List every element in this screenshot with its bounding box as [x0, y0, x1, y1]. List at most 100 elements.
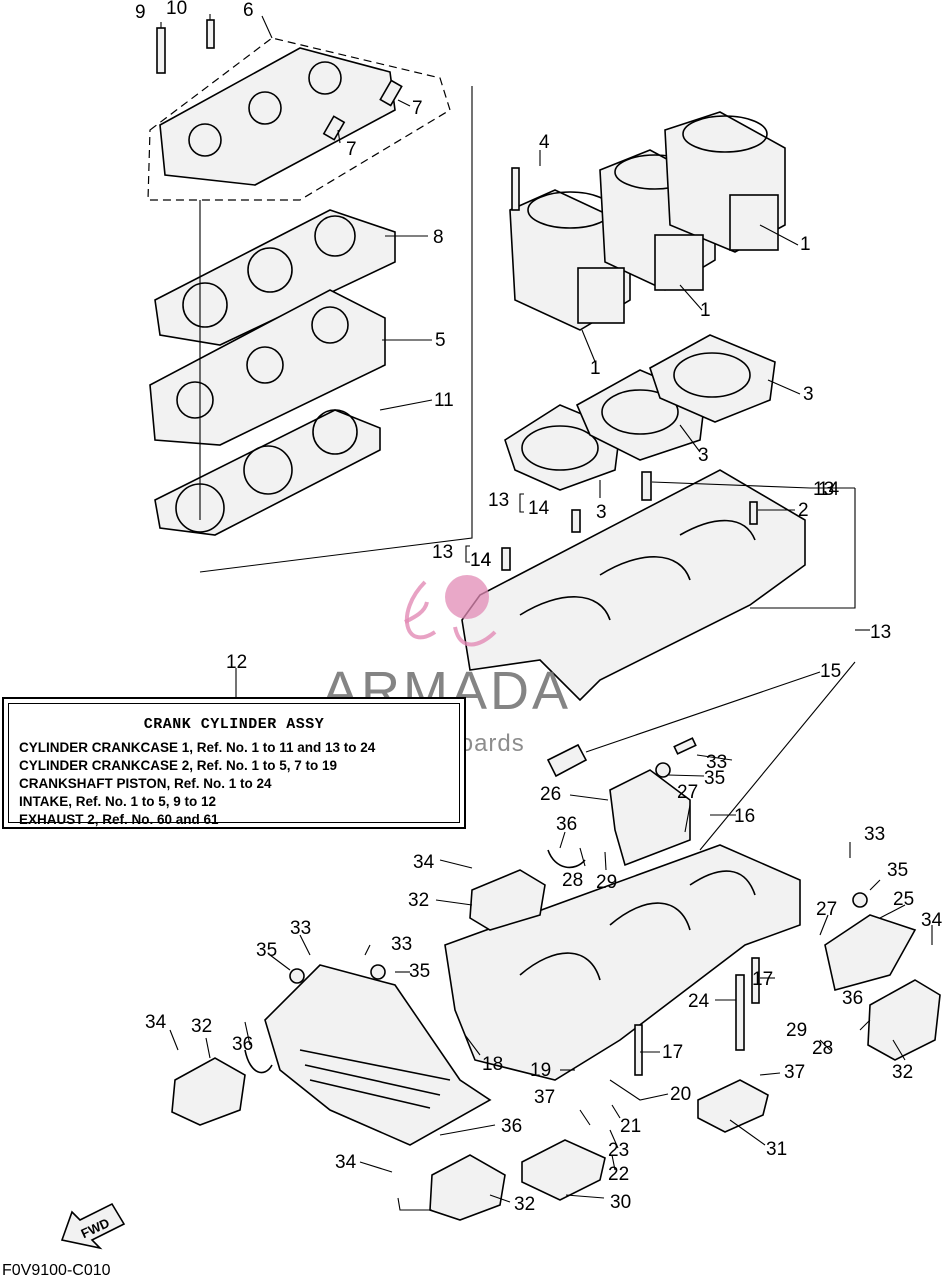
exhaust-manifold: [264, 964, 492, 1146]
cylinder-head: [159, 47, 396, 186]
bolt-17: [634, 1024, 643, 1076]
callout-label: 23: [608, 1140, 629, 1161]
callout-label: 36: [556, 814, 577, 835]
upper-crankcase: [461, 469, 806, 702]
callout-label: 35: [256, 940, 277, 961]
callout-label: 35: [887, 860, 908, 881]
callout-label: 34: [335, 1152, 357, 1173]
cylinders: [509, 111, 786, 331]
callout-label: 7: [412, 98, 423, 119]
callout-label: 31: [766, 1139, 787, 1160]
legend-row: CRANKSHAFT PISTON, Ref. No. 1 to 24: [19, 776, 272, 791]
callout-label: 8: [433, 227, 444, 248]
callout-label: 37: [784, 1062, 805, 1083]
callout-label: 36: [501, 1116, 522, 1137]
leader-lines: [160, 14, 933, 1211]
callout-label: 32: [408, 890, 429, 911]
callout-label: 28: [562, 870, 583, 891]
callout-label: 20: [670, 1084, 691, 1105]
callout-label: 5: [435, 330, 446, 351]
callout-label: 1: [590, 358, 601, 379]
callout-label: 15: [820, 661, 841, 682]
callout-label: 12: [226, 652, 247, 673]
callout-label: 13: [870, 622, 891, 643]
callout-label: 11: [434, 390, 454, 411]
bolt-24: [735, 974, 745, 1051]
callout-label: 9: [135, 2, 146, 23]
callout-label: 14: [470, 550, 492, 571]
assembly-legend: CRANK CYLINDER ASSY CYLINDER CRANKCASE 1…: [2, 697, 466, 829]
callout-label: 4: [539, 132, 550, 153]
callout-label: 28: [812, 1038, 833, 1059]
callout-label: 13: [488, 490, 509, 511]
callout-label: 33: [864, 824, 885, 845]
callout-label: 35: [409, 961, 430, 982]
callout-label: 3: [803, 384, 814, 405]
fwd-arrow: [60, 1202, 126, 1250]
callout-label: 33: [290, 918, 311, 939]
legend-row: EXHAUST 2, Ref. No. 60 and 61: [19, 812, 219, 827]
callout-label: 26: [540, 784, 561, 805]
callout-label: 1: [700, 300, 711, 321]
callout-label: 21: [620, 1116, 641, 1137]
water-jacket-cover: [149, 289, 386, 446]
diagram-code: F0V9100-C010: [2, 1262, 111, 1279]
callout-label: 32: [892, 1062, 913, 1083]
callout-label: 34: [921, 910, 943, 931]
callout-label: 2: [798, 500, 809, 521]
mount-bracket-26: [609, 769, 691, 867]
callout-label: 1: [800, 234, 811, 255]
callout-label: 6: [243, 0, 254, 21]
callout-label: 33: [706, 752, 727, 773]
callout-label: 36: [232, 1034, 253, 1055]
head-gasket: [154, 209, 396, 346]
callout-label: 17: [752, 969, 773, 990]
callout-label: 24: [688, 991, 710, 1012]
callout-label: 7: [346, 139, 357, 160]
plug-15: [546, 743, 588, 778]
callout-label: 14: [818, 479, 840, 500]
legend-row: CYLINDER CRANKCASE 1, Ref. No. 1 to 11 a…: [19, 740, 376, 755]
callout-label: 3: [596, 502, 607, 523]
callout-label: 14: [528, 498, 550, 519]
callout-label: 3: [698, 445, 709, 466]
legend-frame: CRANK CYLINDER ASSY CYLINDER CRANKCASE 1…: [8, 703, 460, 827]
callout-label: 32: [191, 1016, 212, 1037]
legend-row: INTAKE, Ref. No. 1 to 5, 9 to 12: [19, 794, 217, 809]
callout-label: 35: [704, 768, 725, 789]
mount-bracket-25: [824, 914, 917, 991]
pin-2: [749, 501, 758, 525]
callout-label: 10: [166, 0, 187, 19]
callout-label: 32: [514, 1194, 535, 1215]
bolt-33: [673, 737, 697, 755]
bolt-9: [156, 27, 166, 74]
legend-row: CYLINDER CRANKCASE 2, Ref. No. 1 to 5, 7…: [19, 758, 338, 773]
callout-label: 37: [534, 1087, 555, 1108]
bolt-4: [511, 167, 520, 211]
callout-label: 25: [893, 889, 914, 910]
bolt-10: [206, 19, 215, 49]
callout-label: 27: [816, 899, 837, 920]
callout-label: 13: [432, 542, 453, 563]
callout-label: 13: [813, 479, 834, 500]
hose-36: [547, 849, 586, 869]
callout-label: 17: [662, 1042, 683, 1063]
callout-label: 16: [734, 806, 755, 827]
engine-mount: [469, 869, 546, 931]
callout-label: 33: [391, 934, 412, 955]
dowel-14: [641, 471, 652, 501]
callout-label: 29: [596, 872, 617, 893]
rubber-block-30: [521, 1139, 606, 1201]
legend-title: CRANK CYLINDER ASSY: [143, 716, 325, 733]
callout-label: 19: [530, 1060, 551, 1081]
callout-label: 30: [610, 1192, 631, 1213]
callout-label: 29: [786, 1020, 807, 1041]
rubber-block-31: [697, 1079, 769, 1133]
callout-label: 34: [413, 852, 435, 873]
callout-label: 27: [677, 782, 698, 803]
callout-label: 34: [145, 1012, 167, 1033]
callout-label: 36: [842, 988, 863, 1009]
washer-35: [655, 762, 671, 778]
callout-label: 22: [608, 1164, 629, 1185]
